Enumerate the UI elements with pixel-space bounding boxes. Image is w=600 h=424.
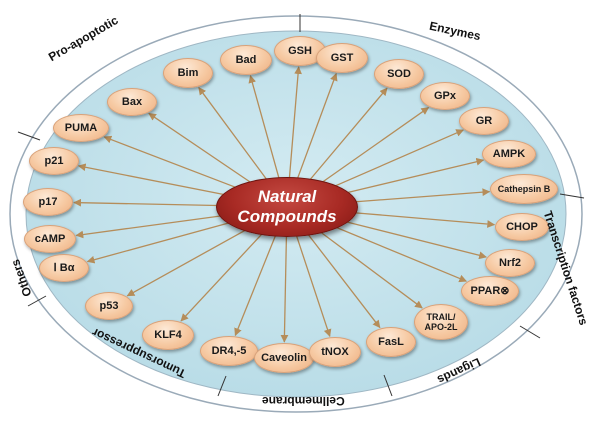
node-klf4: KLF4 <box>142 320 194 350</box>
arrow-to-p17 <box>73 198 218 207</box>
arrow-to-chop <box>355 212 496 228</box>
node-gst: GST <box>316 43 368 73</box>
node-cathepsin-b: Cathepsin B <box>490 174 558 204</box>
center-label-line1: Natural <box>257 187 317 206</box>
divider-enzymes-tf <box>559 193 585 199</box>
node-camp: cAMP <box>24 225 76 253</box>
arrow-to-trail-apo-2l <box>320 231 423 309</box>
arrow-to-camp <box>75 215 221 239</box>
node-fasl: FasL <box>366 327 416 357</box>
node-gpx: GPx <box>420 82 470 110</box>
divider-tumor-others <box>27 295 47 307</box>
node-bax: Bax <box>107 88 157 116</box>
divider-tf-ligands <box>519 325 541 339</box>
arrow-to-klf4 <box>180 233 263 322</box>
arrow-to-gst <box>296 72 338 179</box>
arrow-to-p53 <box>126 229 246 297</box>
node-gr: GR <box>459 107 509 135</box>
arrow-to-caveolin <box>280 235 289 343</box>
node-caveolin: Caveolin <box>254 343 314 373</box>
arrow-to-gr <box>334 129 464 187</box>
arrow-to-fasl <box>307 234 381 329</box>
category-cell-membrane: Cellmembrane <box>262 394 345 408</box>
arrow-to-bim <box>198 86 268 180</box>
node-puma: PUMA <box>53 114 109 142</box>
natural-compounds-node: Natural Compounds <box>216 177 358 237</box>
divider-others-pro <box>17 131 41 141</box>
node-ppar: PPAR⊗ <box>461 276 519 306</box>
node-tnox: tNOX <box>309 337 361 367</box>
arrow-to-sod <box>309 87 388 181</box>
arrow-to-tnox <box>295 235 332 338</box>
arrow-to-bad <box>248 75 280 179</box>
arrow-to-p21 <box>77 163 224 196</box>
arrow-to-gpx <box>322 107 430 183</box>
arrow-to-nrf2 <box>346 221 487 260</box>
node-p53: p53 <box>85 292 133 320</box>
arrow-to-b <box>86 222 229 264</box>
arrow-to-puma <box>103 135 236 188</box>
arrow-to-dr4-5 <box>234 235 277 337</box>
node-p17: p17 <box>23 188 73 216</box>
node-p21: p21 <box>29 147 79 175</box>
arrow-to-bax <box>148 112 251 183</box>
node-chop: CHOP <box>495 213 549 241</box>
node-dr4-5: DR4,-5 <box>200 336 258 366</box>
center-label-line2: Compounds <box>237 207 337 226</box>
arrow-to-ppar <box>336 226 468 283</box>
arrow-to-ampk <box>347 157 485 194</box>
node-ampk: AMPK <box>482 140 536 168</box>
node-bim: Bim <box>163 58 213 88</box>
arrow-to-cathepsin-b <box>355 188 491 203</box>
node-sod: SOD <box>374 59 424 89</box>
arrow-to-gsh <box>288 66 302 179</box>
node-b: Ⅰ Bα <box>39 254 89 282</box>
arrow-group <box>73 66 496 343</box>
node-nrf2: Nrf2 <box>485 249 535 277</box>
divider-membrane-tumor <box>217 375 227 397</box>
divider-ligands-membrane <box>383 374 393 397</box>
node-trail-apo-2l: TRAIL/ APO-2L <box>414 304 468 340</box>
node-bad: Bad <box>220 45 272 75</box>
